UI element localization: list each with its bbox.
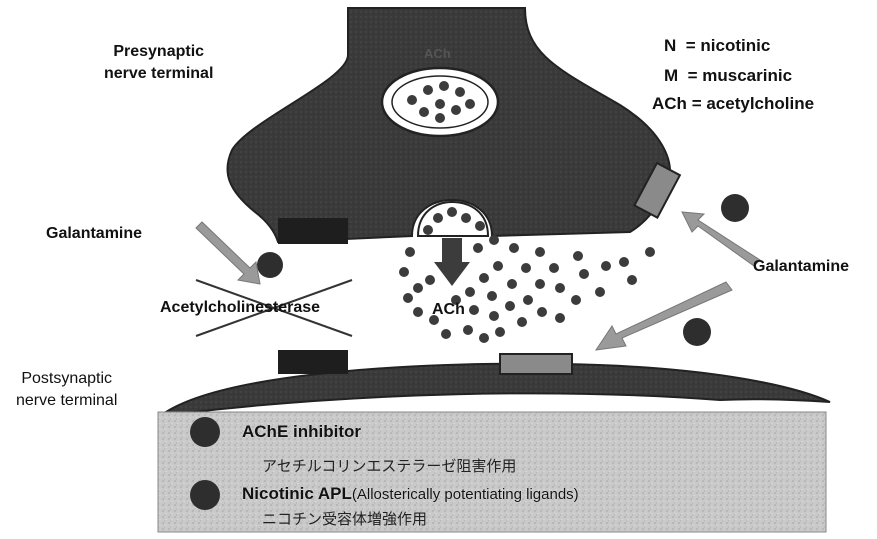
- postsynaptic-label: Postsynaptic nerve terminal: [16, 368, 117, 412]
- postsynaptic-membrane: [166, 364, 830, 414]
- info-item-title: AChE inhibitor: [242, 422, 361, 442]
- acetylcholinesterase-label: Acetylcholinesterase: [160, 299, 320, 317]
- info-item-subtitle: アセチルコリンエステラーゼ阻害作用: [262, 455, 516, 476]
- bullet-icon: [190, 480, 220, 510]
- galantamine-arrow-right-lower: [596, 282, 732, 350]
- postsynaptic-receptor-left: [278, 350, 348, 374]
- galantamine-arrow-left: [196, 222, 260, 284]
- release-arrow: [434, 238, 470, 286]
- presynaptic-label: Presynaptic nerve terminal: [104, 41, 213, 85]
- galantamine-arrow-right-upper: [682, 212, 760, 266]
- legend-row-n: N = nicotinic: [664, 36, 770, 56]
- ach-cleft-label: ACh: [432, 301, 465, 319]
- info-item-subtitle: ニコチン受容体増強作用: [262, 508, 427, 529]
- postsynaptic-receptor-right: [500, 354, 572, 374]
- legend-row-m: M = muscarinic: [664, 66, 792, 86]
- info-item-title: Nicotinic APL(Allosterically potentiatin…: [242, 484, 579, 504]
- presynaptic-receptor-left: [278, 218, 348, 244]
- cleft-ach-dots: [399, 235, 655, 343]
- legend-row-ach: ACh = acetylcholine: [652, 94, 814, 114]
- bullet-icon: [190, 417, 220, 447]
- ach-terminal-label: ACh: [424, 46, 451, 61]
- galantamine-left-label: Galantamine: [46, 225, 142, 243]
- galantamine-right-label: Galantamine: [753, 258, 849, 276]
